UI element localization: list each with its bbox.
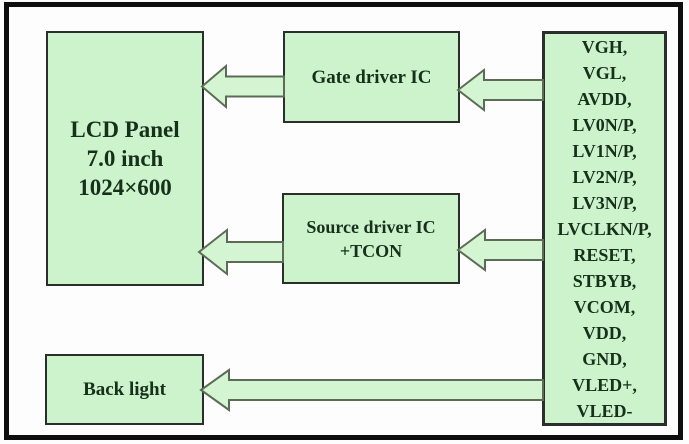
lcd-panel-box: LCD Panel 7.0 inch 1024×600 [46,31,204,286]
lcd-panel-label-line1: LCD Panel [70,117,180,142]
signal-label: LV1N/P, [572,140,637,161]
signal-label: VLED+, [572,374,637,395]
signal-label: AVDD, [577,88,632,109]
diagram-frame: LCD Panel 7.0 inch 1024×600 Gate driver … [4,2,683,440]
signal-label: GND, [582,348,627,369]
arrow-signals-to-gate-icon [456,67,544,113]
signal-label: RESET, [573,244,636,265]
arrow-gate-to-lcd-icon [200,63,285,110]
back-light-label: Back light [83,378,166,400]
signal-label: LV2N/P, [572,166,637,187]
signal-label: STBYB, [572,270,637,291]
arrow-source-to-lcd-icon [197,227,284,277]
signal-label: VDD, [582,322,627,343]
back-light-box: Back light [45,354,204,425]
signal-label: VCOM, [573,296,636,317]
signal-label: VGH, [581,36,628,57]
signal-label: VLED- [576,400,633,421]
signals-box: VGH, VGL, AVDD, LV0N/P, LV1N/P, LV2N/P, … [542,31,667,426]
arrow-signals-to-backlight-icon [199,368,544,412]
lcd-panel-label-line2: 7.0 inch [86,146,164,171]
signal-label: VGL, [582,62,627,83]
signal-label: LVCLKN/P, [557,218,652,239]
signal-label: LV0N/P, [572,114,637,135]
lcd-panel-label-line3: 1024×600 [78,175,172,200]
source-driver-label-line1: Source driver IC [306,216,436,237]
signal-label: LV3N/P, [572,192,637,213]
gate-driver-box: Gate driver IC [283,31,460,123]
source-driver-label-line2: +TCON [339,240,403,261]
gate-driver-label: Gate driver IC [311,66,432,88]
arrow-signals-to-source-icon [456,228,544,272]
source-driver-box: Source driver IC +TCON [282,193,460,284]
